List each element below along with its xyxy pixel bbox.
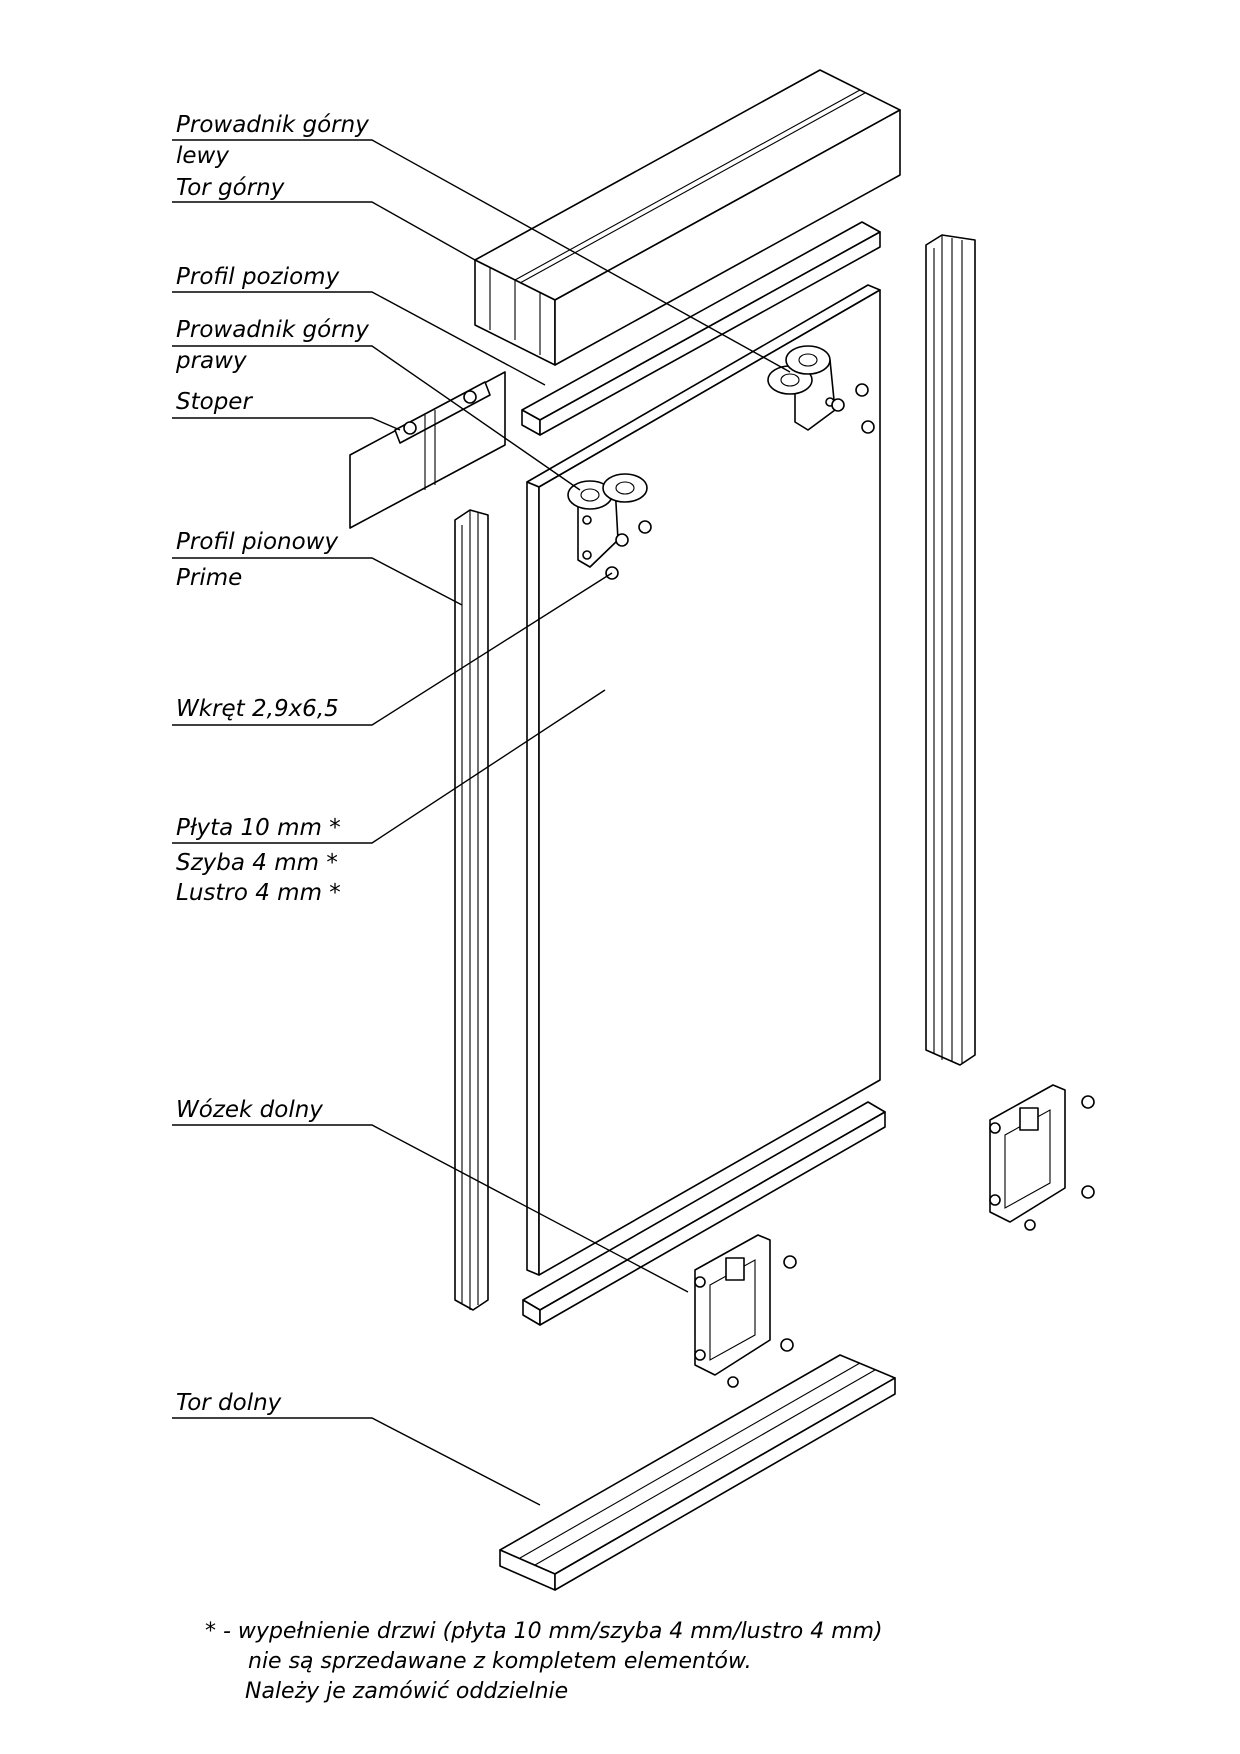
label-stopper: Stoper <box>176 389 253 415</box>
stopper-part <box>349 371 506 529</box>
bottom-carriage-left-part <box>694 1234 771 1388</box>
top-hanger-right-part <box>767 345 836 431</box>
label-top-guide-right-1: Prowadnik górny <box>176 317 369 343</box>
leader-lines <box>172 139 791 1506</box>
label-top-guide-left-1: Prowadnik górny <box>176 112 369 138</box>
footnote-line-1: * - wypełnienie drzwi (płyta 10 mm/szyba… <box>205 1619 883 1644</box>
label-vertical-profile-1: Profil pionowy <box>176 529 338 555</box>
label-bottom-track: Tor dolny <box>176 1390 282 1416</box>
screw-group-bottom <box>780 1095 1095 1352</box>
horizontal-profile-part <box>521 221 881 436</box>
label-top-guide-right-2: prawy <box>175 348 247 374</box>
top-track-part <box>474 69 901 366</box>
label-glass: Szyba 4 mm * <box>176 850 338 876</box>
label-top-guide-left-2: lewy <box>176 143 229 169</box>
label-screw: Wkręt 2,9x6,5 <box>176 696 339 722</box>
bottom-profile-part <box>522 1101 886 1326</box>
footnote-line-2: nie są sprzedawane z kompletem elementów… <box>248 1649 752 1674</box>
label-board: Płyta 10 mm * <box>176 815 341 841</box>
vertical-profile-left-part <box>454 509 489 1311</box>
bottom-carriage-right-part <box>989 1084 1066 1231</box>
bottom-track-part <box>499 1354 896 1591</box>
footnote-line-3: Należy je zamówić oddzielnie <box>245 1679 568 1704</box>
label-bottom-carriage: Wózek dolny <box>176 1097 323 1123</box>
label-horizontal-profile: Profil poziomy <box>176 264 340 290</box>
top-hanger-left-part <box>567 473 648 568</box>
label-mirror: Lustro 4 mm * <box>176 880 341 906</box>
label-vertical-profile-2: Prime <box>176 565 242 591</box>
label-top-track: Tor górny <box>176 175 285 201</box>
vertical-profile-right-part <box>925 234 976 1066</box>
